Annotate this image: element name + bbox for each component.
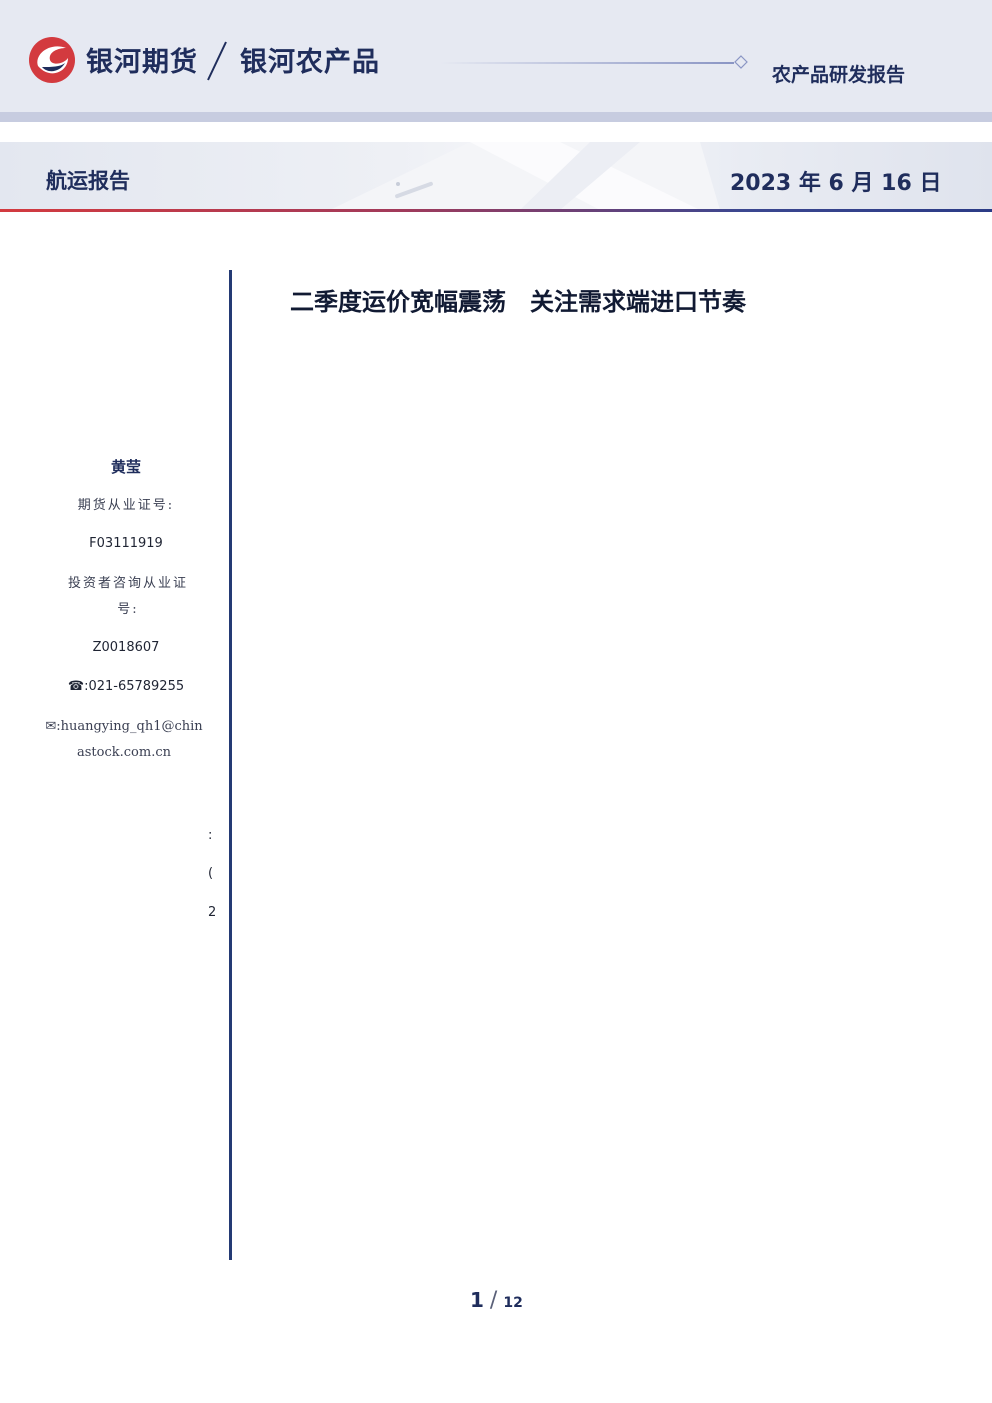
banner-decoration bbox=[330, 142, 720, 210]
banner-underline bbox=[0, 209, 992, 212]
total-pages: 12 bbox=[503, 1295, 523, 1311]
slash-icon bbox=[207, 41, 227, 81]
email-address[interactable]: :huangying_qh1@chinastock.com.cn bbox=[56, 719, 203, 760]
header-stripe bbox=[0, 112, 992, 122]
report-type: 农产品研发报告 bbox=[772, 64, 906, 86]
banner bbox=[0, 142, 992, 210]
header-band bbox=[0, 0, 992, 112]
phone-number: :021-65789255 bbox=[84, 679, 185, 694]
license-number: F03111919 bbox=[89, 536, 163, 551]
page-separator: / bbox=[489, 1288, 498, 1313]
consult-license-number: Z0018607 bbox=[92, 640, 160, 655]
consult-license-label: 投资者咨询从业证号: bbox=[67, 576, 188, 617]
sidebar-divider bbox=[229, 270, 232, 1260]
diamond-icon bbox=[734, 55, 748, 69]
analyst-email[interactable]: ✉:huangying_qh1@chinastock.com.cn bbox=[44, 714, 204, 766]
analyst-name: 黄莹 bbox=[110, 458, 141, 476]
report-title: 二季度运价宽幅震荡 关注需求端进口节奏 bbox=[290, 288, 746, 316]
brand-subtitle: 银河农产品 bbox=[240, 47, 380, 78]
banner-title: 航运报告 bbox=[46, 169, 130, 193]
clipped-text: ( bbox=[208, 866, 214, 881]
analyst-phone: ☎:021-65789255 bbox=[40, 679, 212, 694]
galaxy-logo-icon bbox=[29, 37, 75, 83]
report-date: 2023 年 6 月 16 日 bbox=[730, 171, 942, 196]
brand-name: 银河期货 bbox=[86, 47, 198, 78]
clipped-text: 2 bbox=[208, 905, 217, 920]
header-divider-line bbox=[440, 62, 734, 64]
current-page: 1 bbox=[470, 1288, 484, 1312]
phone-icon: ☎ bbox=[67, 679, 85, 694]
clipped-text: : bbox=[208, 828, 213, 843]
license-label: 期货从业证号: bbox=[77, 498, 175, 513]
mail-icon: ✉ bbox=[45, 719, 57, 734]
page-number: 1/ 12 bbox=[470, 1288, 523, 1313]
